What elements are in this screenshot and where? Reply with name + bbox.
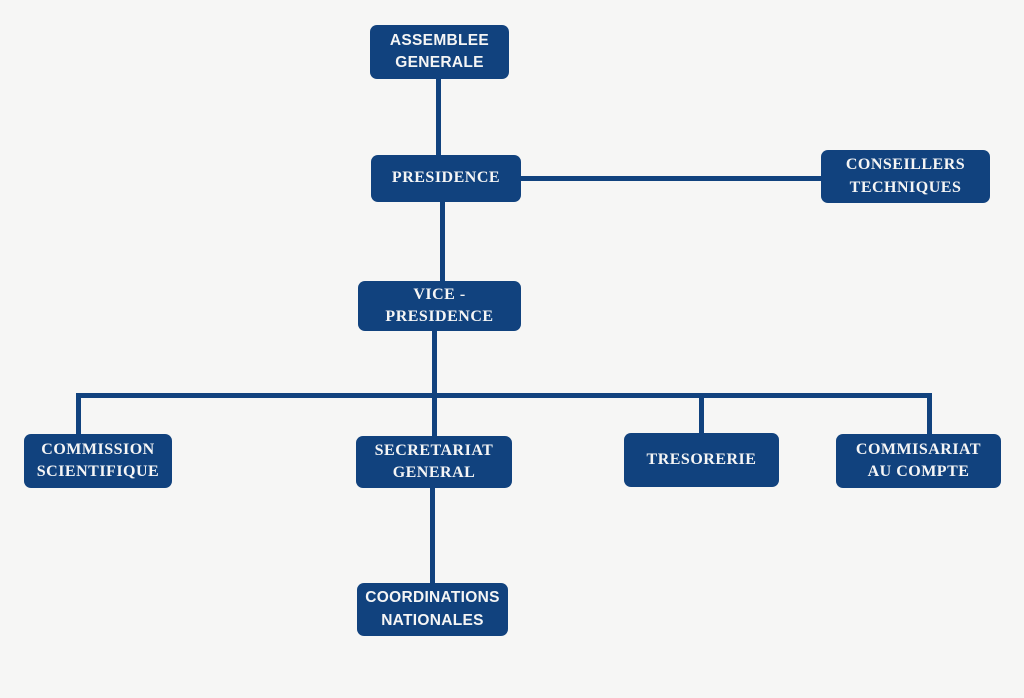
node-commisariat-au-compte: COMMISARIAT AU COMPTE	[836, 434, 1001, 488]
connector-bus-to-commission	[76, 397, 81, 435]
node-presidence: PRESIDENCE	[371, 155, 521, 202]
connector-vice-to-bus	[432, 330, 437, 437]
connector-bus-to-commisariat	[927, 397, 932, 435]
connector-bus-to-tresorerie	[699, 397, 704, 434]
connector-secretariat-to-coordinations	[430, 487, 435, 583]
node-tresorerie: TRESORERIE	[624, 433, 779, 487]
node-conseillers-techniques: CONSEILLERS TECHNIQUES	[821, 150, 990, 203]
connector-presidence-to-vice	[440, 201, 445, 282]
node-secretariat-general: SECRETARIAT GENERAL	[356, 436, 512, 488]
connector-horizontal-bus	[76, 393, 932, 398]
node-coordinations-nationales: COORDINATIONS NATIONALES	[357, 583, 508, 636]
connector-presidence-to-conseillers	[520, 176, 821, 181]
connector-assemblee-to-presidence	[436, 78, 441, 156]
node-vice-presidence: VICE - PRESIDENCE	[358, 281, 521, 331]
node-commission-scientifique: COMMISSION SCIENTIFIQUE	[24, 434, 172, 488]
node-assemblee-generale: ASSEMBLEE GENERALE	[370, 25, 509, 79]
